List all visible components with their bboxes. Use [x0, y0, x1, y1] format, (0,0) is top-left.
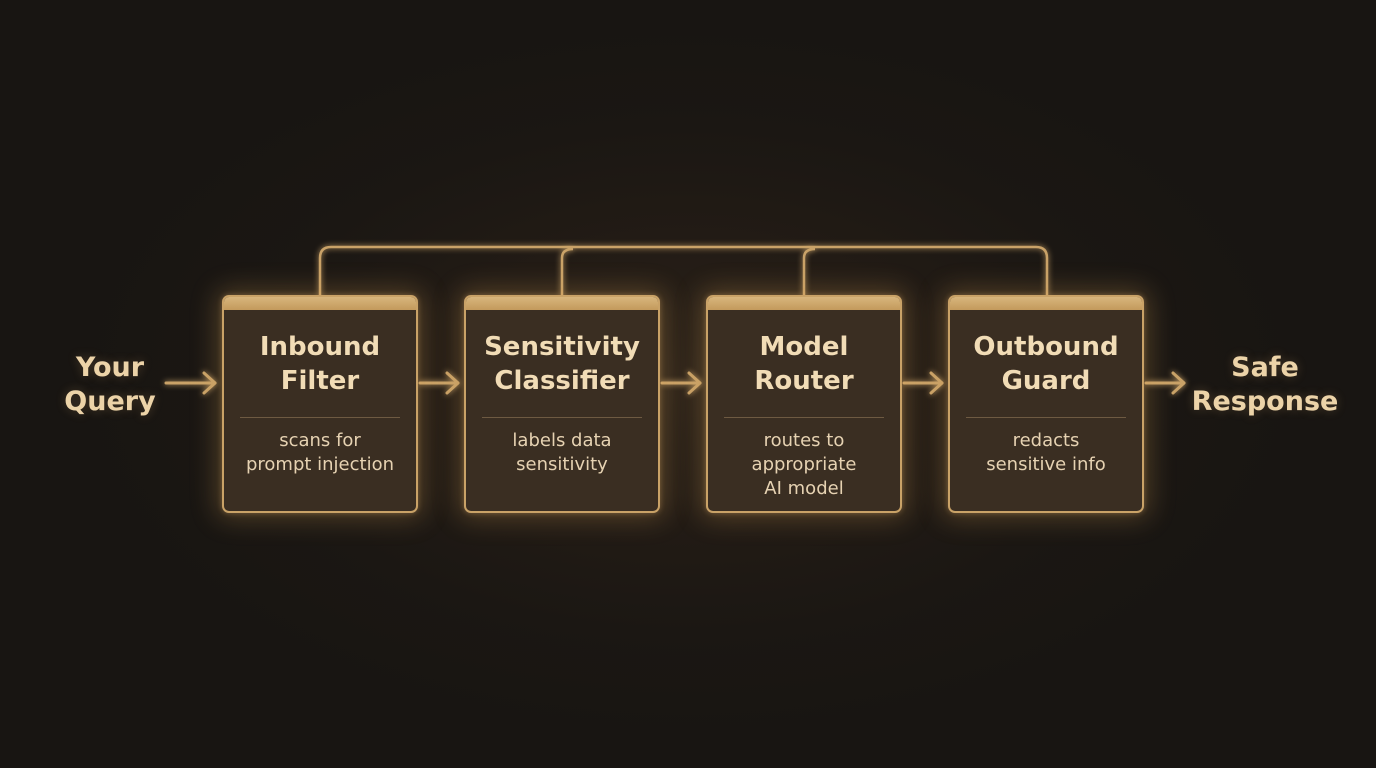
stage-divider	[966, 417, 1126, 418]
stage-description: labels data sensitivity	[512, 430, 612, 475]
stage-divider	[482, 417, 642, 418]
input-label: Your Query	[50, 351, 170, 419]
stage-description: routes to appropriate AI model	[751, 430, 857, 499]
output-label-line2: Response	[1191, 386, 1339, 417]
stage-header-bar	[466, 297, 658, 310]
output-label-line1: Safe	[1231, 352, 1299, 383]
stage-sensitivity-classifier: Sensitivity Classifier labels data sensi…	[464, 295, 660, 513]
stage-header-bar	[224, 297, 416, 310]
arrow-guard-to-response	[1144, 371, 1186, 395]
arrow-query-to-inbound	[164, 371, 217, 395]
stage-inbound-filter: Inbound Filter scans for prompt injectio…	[222, 295, 418, 513]
stage-divider	[240, 417, 400, 418]
top-bus-connector	[318, 245, 1049, 296]
stage-title: Model Router	[754, 332, 854, 396]
stage-header-bar	[708, 297, 900, 310]
stage-title: Outbound Guard	[973, 332, 1119, 396]
input-label-line1: Your	[75, 352, 145, 383]
stage-description: redacts sensitive info	[986, 430, 1106, 475]
stage-title: Inbound Filter	[259, 332, 381, 396]
stage-model-router: Model Router routes to appropriate AI mo…	[706, 295, 902, 513]
input-label-line2: Query	[64, 386, 156, 417]
stage-divider	[724, 417, 884, 418]
stage-description: scans for prompt injection	[245, 430, 395, 475]
arrow-inbound-to-classifier	[418, 371, 460, 395]
stage-title: Sensitivity Classifier	[484, 332, 640, 396]
stage-outbound-guard: Outbound Guard redacts sensitive info	[948, 295, 1144, 513]
stage-header-bar	[950, 297, 1142, 310]
arrow-router-to-guard	[902, 371, 944, 395]
output-label: Safe Response	[1188, 351, 1342, 419]
arrow-classifier-to-router	[660, 371, 702, 395]
